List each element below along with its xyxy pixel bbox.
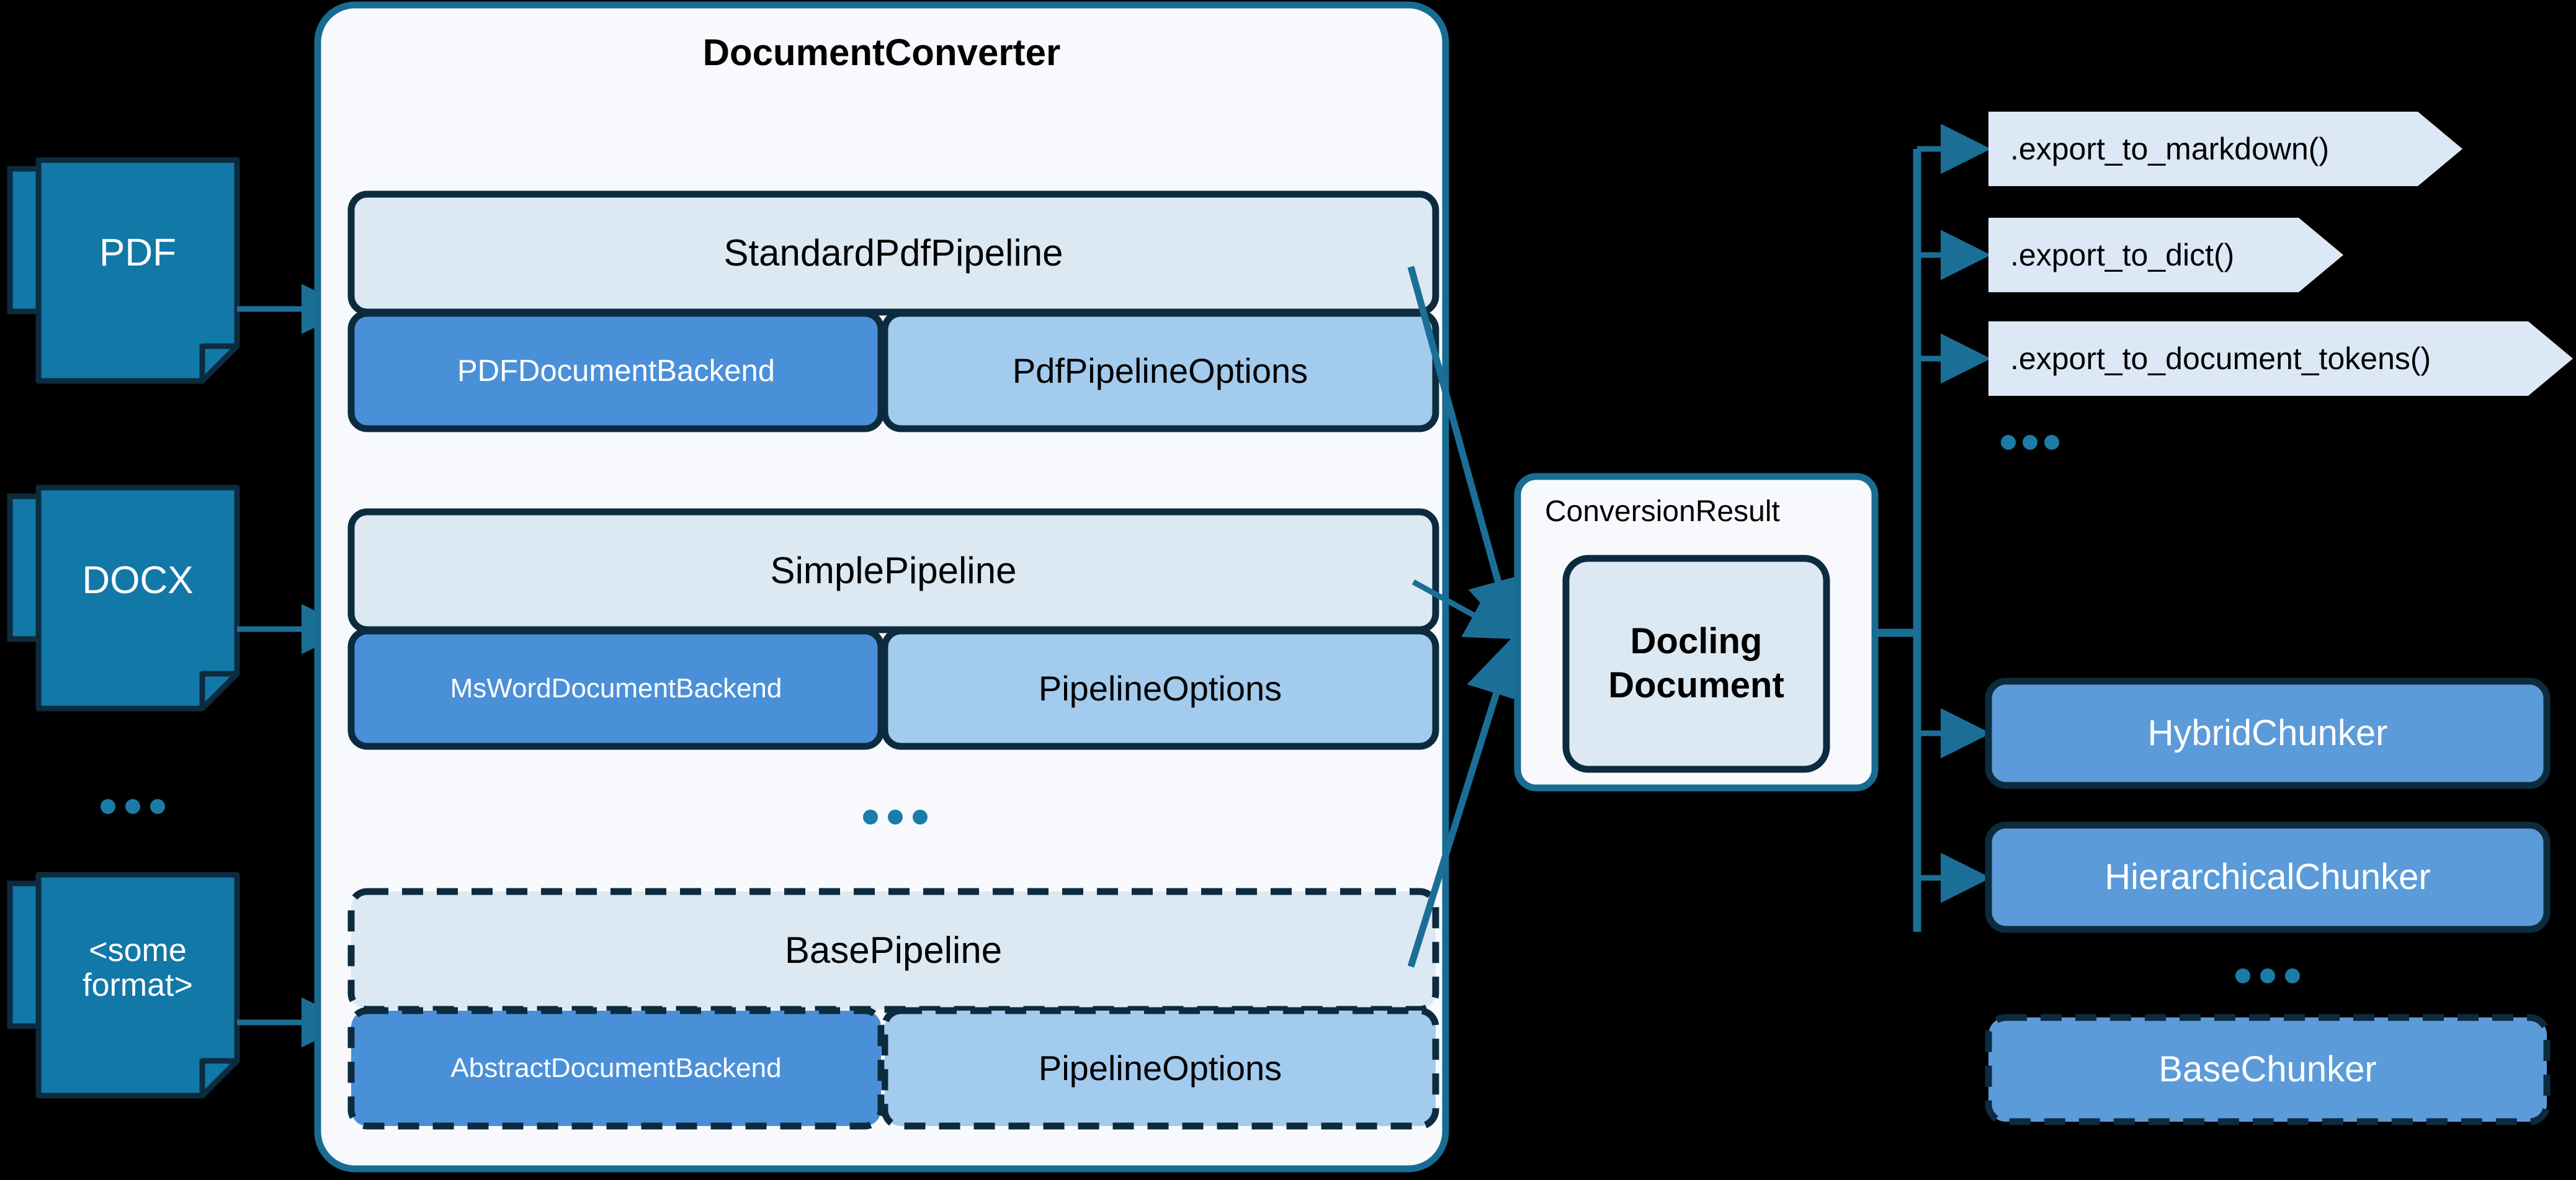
backend-box-pdfdocumentbackend	[347, 310, 885, 432]
pipeline-name-box-standardpdfpipeline	[347, 190, 1439, 316]
backend-box-msworddocumentbackend	[347, 627, 885, 750]
arrow-simplepipeline-to-result	[1411, 579, 1518, 640]
chunkers-ellipsis	[2235, 968, 2300, 983]
pipelines-ellipsis	[863, 810, 928, 825]
doc-icon-docx	[7, 485, 240, 712]
doc-icon-some-format	[7, 872, 240, 1099]
options-box-pipelineoptions-simple	[881, 627, 1439, 750]
chunker-box-hybridchunker	[1985, 677, 2551, 789]
exports-ellipsis	[2001, 435, 2059, 450]
chunker-box-hierarchicalchunker	[1985, 821, 2551, 933]
options-box-pipelineoptions-base	[881, 1007, 1439, 1130]
pipeline-name-box-simplepipeline	[347, 508, 1439, 633]
pipeline-name-box-basepipeline	[347, 888, 1439, 1013]
docling-document-box	[1562, 555, 1830, 773]
doc-icon-pdf	[7, 157, 240, 384]
export-chevron-markdown	[1988, 112, 2462, 186]
chunker-box-basechunker	[1985, 1014, 2551, 1125]
fanout-trunk	[1875, 149, 1921, 932]
options-box-pdfpipelineoptions	[881, 310, 1439, 432]
arrow-standardpdfpipeline-to-result	[1407, 266, 1528, 641]
export-chevron-document-tokens	[1988, 321, 2573, 396]
inputs-ellipsis	[101, 799, 165, 814]
backend-box-abstractdocumentbackend	[347, 1007, 885, 1130]
export-chevron-dict	[1988, 218, 2343, 292]
arrow-basepipeline-to-result	[1407, 635, 1526, 968]
